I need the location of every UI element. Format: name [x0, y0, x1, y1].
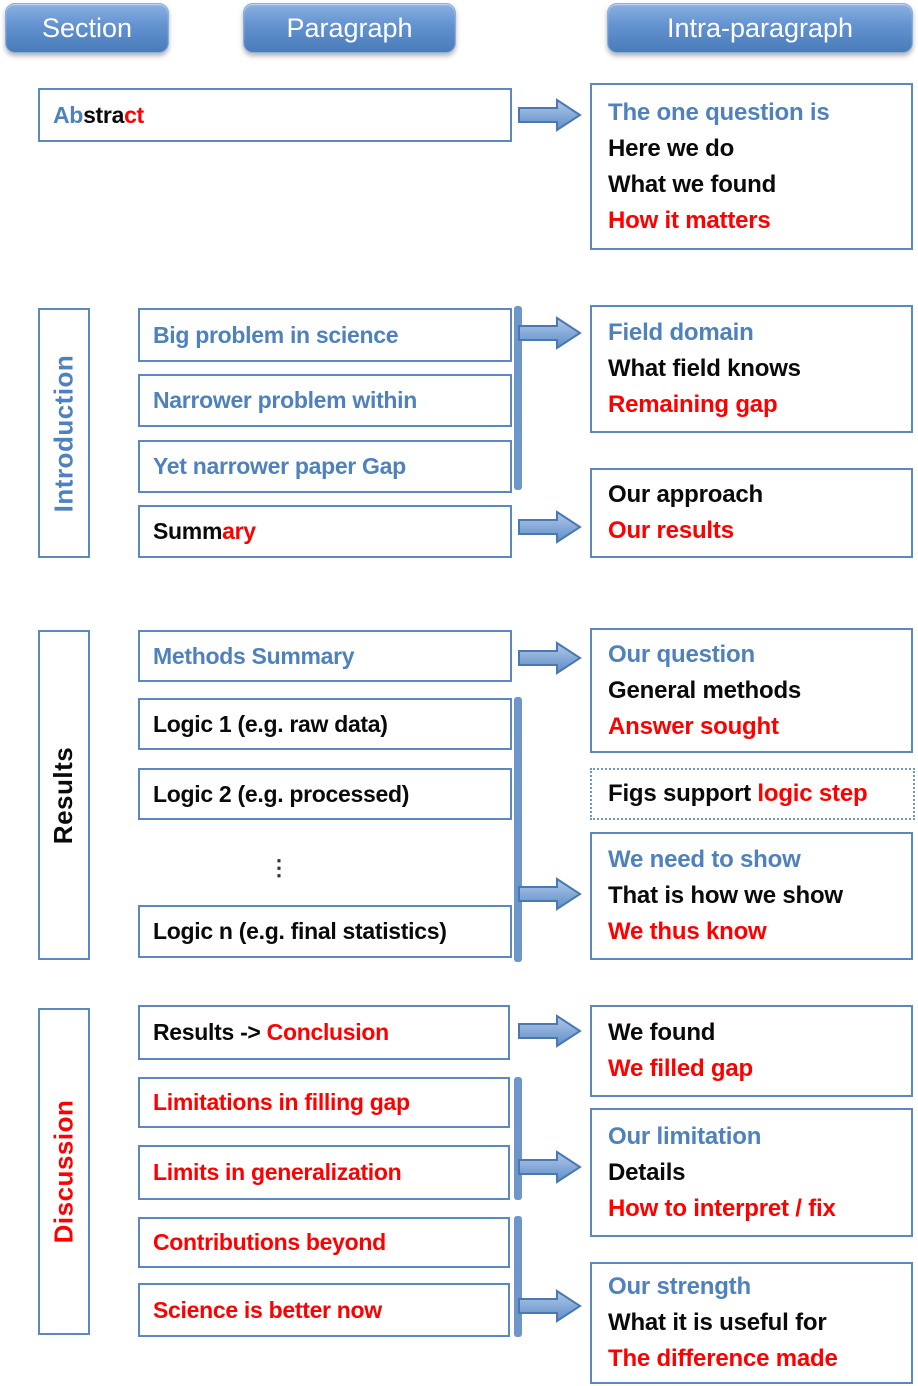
intra-line: Remaining gap — [608, 391, 778, 418]
column-header-intra-paragraph: Intra-paragraph — [607, 3, 913, 53]
intra-line: General methods — [608, 676, 802, 704]
intra-line: Our approach — [608, 481, 763, 508]
intra-line: Our question — [608, 640, 755, 668]
intra-line: Answer sought — [608, 712, 779, 740]
column-header-label: Paragraph — [286, 12, 413, 43]
intra-line: Details — [608, 1158, 686, 1186]
text-segment: Results -> — [153, 1019, 267, 1045]
text-segment: Conclusion — [266, 1019, 390, 1045]
paragraph-text: Methods Summary — [153, 642, 355, 669]
column-header-paragraph: Paragraph — [243, 3, 456, 53]
figs-support-note-box: Figs support logic step — [590, 768, 915, 820]
abstract-intra-paragraph-box: The one question is Here we do What we f… — [590, 83, 913, 250]
bracket-bar — [514, 306, 522, 490]
intra-line: What we found — [608, 170, 777, 198]
paragraph-text: Yet narrower paper Gap — [153, 453, 406, 479]
text-segment: ary — [222, 518, 256, 544]
paragraph-box-narrower-problem: Narrower problem within — [138, 374, 512, 427]
paragraph-text: Limitations in filling gap — [153, 1089, 410, 1115]
text-segment: logic step — [757, 780, 868, 807]
paragraph-box-science-better: Science is better now — [138, 1283, 510, 1337]
paragraph-box-methods-summary: Methods Summary — [138, 630, 512, 682]
arrow-right-icon — [518, 316, 582, 350]
paragraph-box-logic-n: Logic n (e.g. final statistics) — [138, 905, 512, 958]
intra-line: Our strength — [608, 1273, 751, 1300]
section-label-introduction: Introduction — [38, 308, 90, 558]
paragraph-text: Contributions beyond — [153, 1229, 386, 1255]
column-header-section: Section — [5, 3, 169, 53]
paragraph-text: Logic 1 (e.g. raw data) — [153, 710, 388, 737]
results-intra-paragraph-box-2: We need to show That is how we show We t… — [590, 832, 913, 960]
paragraph-box-contributions: Contributions beyond — [138, 1217, 510, 1268]
paragraph-box-logic-1: Logic 1 (e.g. raw data) — [138, 698, 512, 750]
text-segment: ct — [124, 101, 144, 128]
paragraph-box-limits-generalization: Limits in generalization — [138, 1145, 510, 1200]
section-label-discussion: Discussion — [38, 1008, 90, 1335]
section-label-text: Discussion — [48, 1099, 79, 1244]
intra-line: Our limitation — [608, 1122, 762, 1150]
intra-line: Here we do — [608, 134, 735, 162]
arrow-right-icon — [518, 877, 582, 911]
intra-line: We found — [608, 1019, 716, 1046]
paragraph-text: Science is better now — [153, 1296, 382, 1323]
arrow-right-icon — [518, 641, 582, 675]
discussion-intra-paragraph-box-2: Our limitation Details How to interpret … — [590, 1108, 913, 1237]
paragraph-text: Logic 2 (e.g. processed) — [153, 780, 410, 807]
paragraph-text: Logic n (e.g. final statistics) — [153, 918, 447, 944]
section-label-text: Results — [48, 746, 79, 844]
text-segment: Figs support — [608, 780, 758, 807]
intra-line: What it is useful for — [608, 1309, 827, 1336]
intra-line: That is how we show — [608, 882, 843, 909]
text-segment: Summ — [153, 518, 223, 544]
column-header-label: Section — [41, 12, 133, 43]
intra-line: The difference made — [608, 1345, 838, 1372]
bracket-bar — [514, 1077, 522, 1200]
intra-line: How to interpret / fix — [608, 1194, 836, 1222]
text-segment: Ab — [53, 101, 84, 128]
ellipsis-dots: ⋮ — [268, 855, 290, 880]
paragraph-box-big-problem: Big problem in science — [138, 308, 512, 362]
intra-line: Figs support logic step — [608, 776, 913, 812]
discussion-intra-paragraph-box-1: We found We filled gap — [590, 1005, 913, 1097]
arrow-right-icon — [518, 510, 582, 544]
paragraph-text: Limits in generalization — [153, 1159, 402, 1185]
intra-line: Field domain — [608, 319, 754, 346]
results-intra-paragraph-box-1: Our question General methods Answer soug… — [590, 628, 913, 753]
paragraph-text: Big problem in science — [153, 321, 399, 348]
arrow-right-icon — [518, 1289, 582, 1323]
section-label-results: Results — [38, 630, 90, 960]
intra-line: We need to show — [608, 846, 801, 873]
bracket-bar — [514, 1216, 522, 1337]
section-label-text: Introduction — [48, 354, 79, 512]
column-header-label: Intra-paragraph — [666, 12, 854, 43]
paragraph-text: Narrower problem within — [153, 387, 418, 413]
arrow-right-icon — [518, 98, 582, 132]
bracket-bar — [514, 697, 522, 962]
paragraph-box-limitations: Limitations in filling gap — [138, 1077, 510, 1128]
arrow-right-icon — [518, 1150, 582, 1184]
intra-line: The one question is — [608, 98, 830, 126]
intra-line: Our results — [608, 517, 734, 544]
text-segment: stra — [83, 101, 125, 128]
introduction-intra-paragraph-box-1: Field domain What field knows Remaining … — [590, 305, 913, 433]
paragraph-box-paper-gap: Yet narrower paper Gap — [138, 440, 512, 493]
intra-line: We thus know — [608, 918, 767, 945]
introduction-intra-paragraph-box-2: Our approach Our results — [590, 468, 913, 558]
intra-line: What field knows — [608, 355, 801, 382]
intra-line: We filled gap — [608, 1055, 753, 1082]
discussion-intra-paragraph-box-3: Our strength What it is useful for The d… — [590, 1262, 913, 1384]
intra-line: How it matters — [608, 206, 771, 234]
paragraph-box-results-conclusion: Results -> Conclusion — [138, 1005, 510, 1060]
arrow-right-icon — [518, 1014, 582, 1048]
paragraph-box-logic-2: Logic 2 (e.g. processed) — [138, 768, 512, 820]
